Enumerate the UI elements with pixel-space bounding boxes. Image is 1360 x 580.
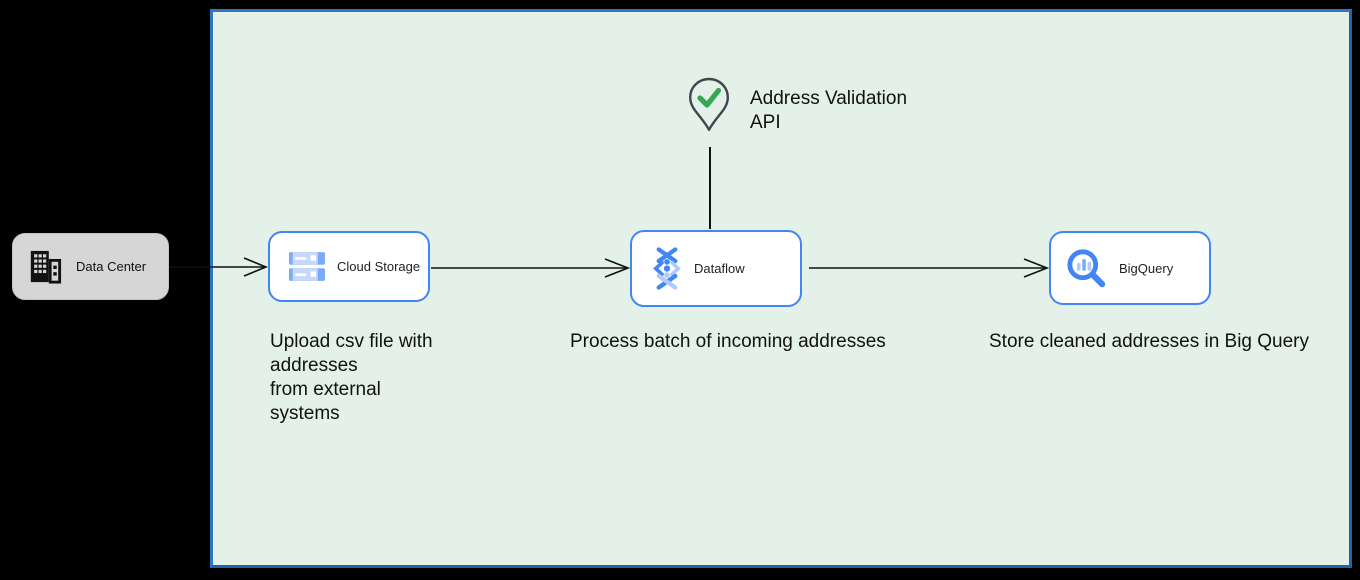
node-label-cloud-storage: Cloud Storage <box>337 259 421 274</box>
address-validation-pin[interactable] <box>688 77 730 133</box>
node-label-dataflow: Dataflow <box>694 261 745 276</box>
building-icon <box>28 249 62 285</box>
node-label-data-center: Data Center <box>76 259 147 274</box>
node-dataflow[interactable]: Dataflow <box>630 230 802 307</box>
node-bigquery[interactable]: BigQuery <box>1049 231 1211 305</box>
caption-bigquery: Store cleaned addresses in Big Query <box>989 331 1310 352</box>
caption-dataflow: Process batch of incoming addresses <box>570 331 886 352</box>
annotation-label: Address Validation API <box>750 88 908 133</box>
node-data-center[interactable]: Data Center <box>12 233 169 300</box>
check-icon <box>697 87 722 108</box>
map-pin-check-icon <box>689 77 729 131</box>
bigquery-icon <box>1065 247 1107 289</box>
node-label-bigquery: BigQuery <box>1119 260 1174 276</box>
cloud-storage-icon <box>289 251 325 282</box>
dataflow-icon <box>647 247 687 290</box>
node-cloud-storage[interactable]: Cloud Storage <box>268 231 430 302</box>
caption-cloud-storage: Upload csv file with addresses from exte… <box>270 331 433 424</box>
